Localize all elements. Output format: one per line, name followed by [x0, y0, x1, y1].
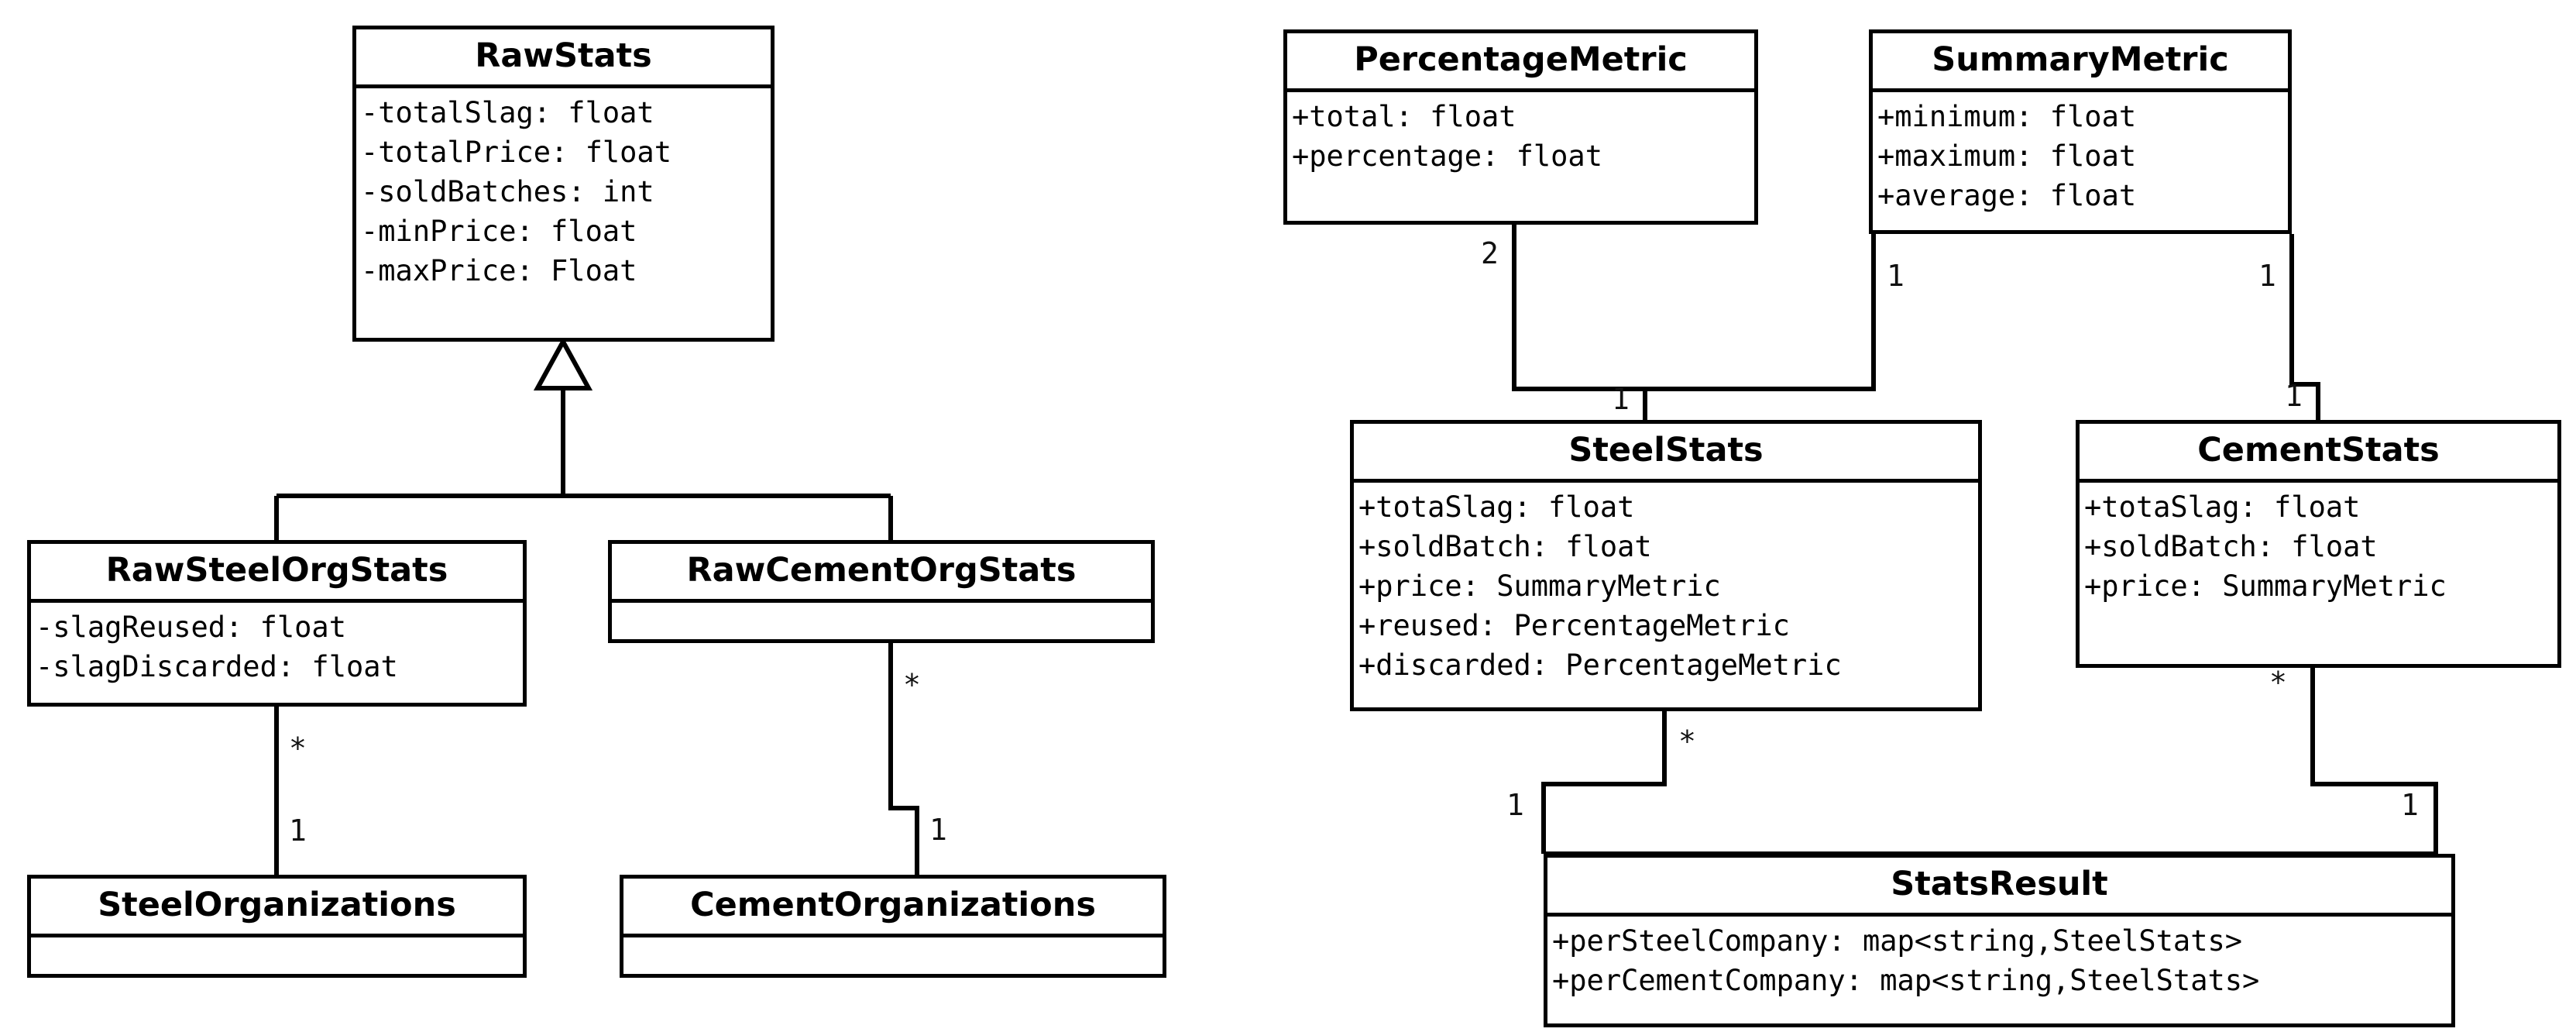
class-name-steel-organizations: SteelOrganizations [98, 886, 456, 924]
assoc-cementstats-statsresult [2310, 668, 2438, 854]
class-box-percentage-metric[interactable]: PercentageMetric +total: float +percenta… [1283, 29, 1758, 225]
attribute-row: -slagDiscarded: float [36, 650, 398, 683]
multiplicity-steel-org-source: * [289, 731, 307, 765]
class-name-stats-result: StatsResult [1891, 865, 2108, 903]
generalization-rawstats [274, 336, 893, 540]
multiplicity-summary-left: 1 [1887, 259, 1905, 293]
attribute-row: +soldBatch: float [2084, 530, 2378, 563]
class-box-steel-stats[interactable]: SteelStats +totaSlag: float +soldBatch: … [1350, 420, 1982, 711]
class-box-raw-stats[interactable]: RawStats -totalSlag: float -totalPrice: … [352, 26, 775, 342]
attribute-row: +reused: PercentageMetric [1358, 609, 1790, 642]
multiplicity-cement-result-target: 1 [2401, 788, 2419, 822]
attribute-row: +maximum: float [1877, 139, 2137, 173]
class-box-cement-organizations[interactable]: CementOrganizations [620, 875, 1166, 978]
multiplicity-cement-stats-in: 1 [2285, 379, 2303, 413]
attribute-row: +minimum: float [1877, 100, 2137, 133]
class-name-steel-stats: SteelStats [1568, 431, 1764, 470]
attribute-row: +percentage: float [1292, 139, 1602, 173]
attribute-row: +soldBatch: float [1358, 530, 1652, 563]
class-name-raw-stats: RawStats [475, 36, 652, 75]
class-box-raw-steel-org-stats[interactable]: RawSteelOrgStats -slagReused: float -sla… [27, 540, 527, 707]
attribute-row: +perCementCompany: map<string,SteelStats… [1552, 964, 2260, 997]
assoc-steelstats-statsresult [1541, 711, 1667, 854]
attribute-row: +average: float [1877, 179, 2137, 212]
attribute-row: -maxPrice: Float [361, 254, 637, 287]
attribute-row: -soldBatches: int [361, 175, 654, 208]
attribute-row: +discarded: PercentageMetric [1358, 648, 1842, 682]
class-box-raw-cement-org-stats[interactable]: RawCementOrgStats [608, 540, 1155, 643]
class-attributes-steel-stats: +totaSlag: float +soldBatch: float +pric… [1354, 479, 1978, 707]
attribute-row: -totalSlag: float [361, 96, 654, 129]
multiplicity-steel-result-source: * [1678, 724, 1696, 759]
class-attributes-summary-metric: +minimum: float +maximum: float +average… [1873, 88, 2288, 230]
class-name-raw-steel-org-stats: RawSteelOrgStats [105, 551, 448, 590]
class-box-summary-metric[interactable]: SummaryMetric +minimum: float +maximum: … [1869, 29, 2292, 234]
multiplicity-cement-org-source: * [903, 668, 921, 702]
multiplicity-percentage-target: 1 [1612, 382, 1630, 416]
attribute-row: -minPrice: float [361, 215, 637, 248]
attribute-row: +perSteelCompany: map<string,SteelStats> [1552, 924, 2243, 958]
attribute-row: +total: float [1292, 100, 1516, 133]
class-box-stats-result[interactable]: StatsResult +perSteelCompany: map<string… [1544, 854, 2455, 1027]
class-name-percentage-metric: PercentageMetric [1354, 40, 1688, 79]
assoc-summary-steelstats [1645, 234, 1876, 391]
multiplicity-cement-result-source: * [2269, 666, 2287, 700]
class-name-cement-organizations: CementOrganizations [690, 886, 1096, 924]
class-name-cement-stats: CementStats [2197, 431, 2440, 470]
attribute-row: +totaSlag: float [1358, 490, 1635, 524]
class-attributes-steel-organizations [31, 934, 523, 974]
class-box-cement-stats[interactable]: CementStats +totaSlag: float +soldBatch:… [2076, 420, 2561, 668]
generalization-triangle-icon [533, 336, 593, 390]
attribute-row: +totaSlag: float [2084, 490, 2361, 524]
attribute-row: -slagReused: float [36, 611, 346, 644]
class-attributes-cement-organizations [623, 934, 1163, 974]
multiplicity-steel-org-target: 1 [289, 814, 307, 848]
attribute-row: +price: SummaryMetric [1358, 569, 1721, 603]
class-attributes-raw-stats: -totalSlag: float -totalPrice: float -so… [356, 84, 771, 338]
multiplicity-steel-result-target: 1 [1506, 788, 1524, 822]
class-box-steel-organizations[interactable]: SteelOrganizations [27, 875, 527, 978]
class-name-summary-metric: SummaryMetric [1932, 40, 2229, 79]
attribute-row: -totalPrice: float [361, 136, 671, 169]
class-attributes-raw-cement-org-stats [612, 599, 1151, 639]
multiplicity-cement-org-target: 1 [929, 813, 947, 847]
class-attributes-percentage-metric: +total: float +percentage: float [1287, 88, 1754, 221]
class-attributes-stats-result: +perSteelCompany: map<string,SteelStats>… [1547, 913, 2451, 1023]
class-name-raw-cement-org-stats: RawCementOrgStats [686, 551, 1077, 590]
class-attributes-cement-stats: +totaSlag: float +soldBatch: float +pric… [2080, 479, 2557, 664]
multiplicity-summary-right: 1 [2258, 259, 2276, 293]
class-attributes-raw-steel-org-stats: -slagReused: float -slagDiscarded: float [31, 599, 523, 703]
multiplicity-percentage-source: 2 [1481, 236, 1499, 270]
attribute-row: +price: SummaryMetric [2084, 569, 2447, 603]
